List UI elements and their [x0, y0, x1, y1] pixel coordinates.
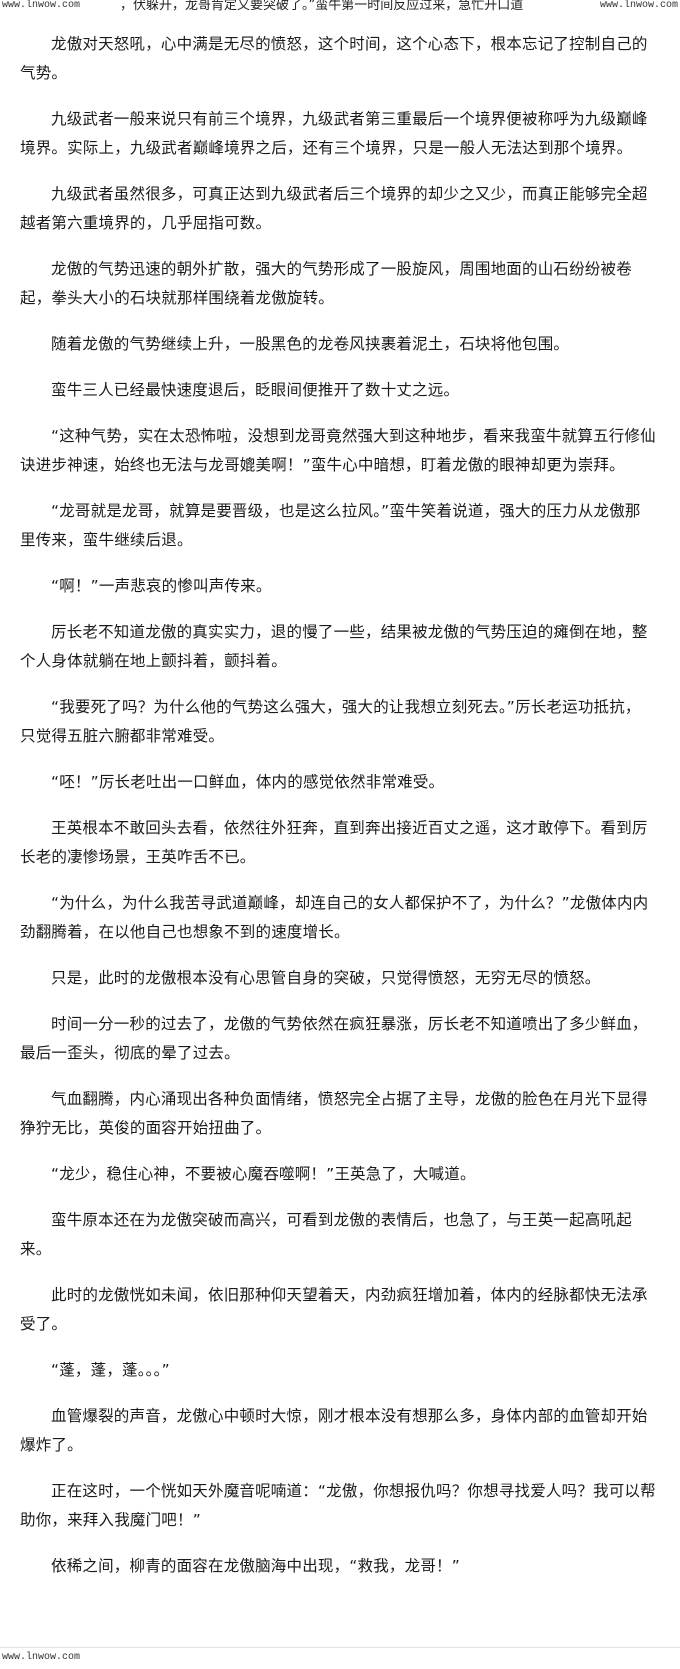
paragraph: 蛮牛三人已经最快速度退后，眨眼间便推开了数十丈之远。 [51, 381, 460, 399]
top-cut-line: ，伏躲开，龙哥肯定又要突破了。”蛮牛第一时间反应过来，急忙开口道 www.lnw… [0, 0, 680, 14]
paragraph: 只是，此时的龙傲根本没有心思管自身的突破，只觉得愤怒，无穷无尽的愤怒。 [51, 969, 601, 987]
top-cut-text: ，伏躲开，龙哥肯定又要突破了。”蛮牛第一时间反应过来，急忙开口道 [120, 0, 524, 13]
paragraph: “龙少，稳住心神，不要被心魔吞噬啊！”王英急了，大喊道。 [51, 1165, 476, 1183]
paragraph: 龙傲对天怒吼，心中满是无尽的愤怒，这个时间，这个心态下，根本忘记了控制自己的气势… [20, 35, 648, 82]
paragraph: “蓬，蓬，蓬。。。” [51, 1361, 170, 1379]
watermark-bottom-left: www.lnwow.com [2, 1652, 81, 1664]
paragraph: 气血翻腾，内心涌现出各种负面情绪，愤怒完全占据了主导，龙傲的脸色在月光下显得狰狞… [20, 1090, 648, 1137]
paragraph: “龙哥就是龙哥，就算是要晋级，也是这么拉风。”蛮牛笑着说道，强大的压力从龙傲那里… [20, 502, 641, 549]
paragraph: 王英根本不敢回头去看，依然往外狂奔，直到奔出接近百丈之遥，这才敢停下。看到厉长老… [20, 819, 648, 866]
paragraph: 蛮牛原本还在为龙傲突破而高兴，可看到龙傲的表情后，也急了，与王英一起高吼起来。 [20, 1211, 632, 1258]
paragraph: 九级武者虽然很多，可真正达到九级武者后三个境界的却少之又少，而真正能够完全超越者… [20, 185, 648, 232]
paragraph: 时间一分一秒的过去了，龙傲的气势依然在疯狂暴涨，厉长老不知道喷出了多少鲜血，最后… [20, 1015, 648, 1062]
paragraph: “我要死了吗？为什么他的气势这么强大，强大的让我想立刻死去。”厉长老运功抵抗，只… [20, 698, 641, 745]
paragraph: “这种气势，实在太恐怖啦，没想到龙哥竟然强大到这种地步，看来我蛮牛就算五行修仙诀… [20, 427, 656, 474]
paragraph: 龙傲的气势迅速的朝外扩散，强大的气势形成了一股旋风，周围地面的山石纷纷被卷起，拳… [20, 260, 632, 307]
article-body: 龙傲对天怒吼，心中满是无尽的愤怒，这个时间，这个心态下，根本忘记了控制自己的气势… [20, 30, 656, 1581]
watermark-top-left: www.lnwow.com [2, 0, 81, 12]
paragraph: 正在这时，一个恍如天外魔音呢喃道：“龙傲，你想报仇吗？你想寻找爱人吗？我可以帮助… [20, 1482, 656, 1529]
paragraph: 血管爆裂的声音，龙傲心中顿时大惊，刚才根本没有想那么多，身体内部的血管却开始爆炸… [20, 1407, 648, 1454]
paragraph: “为什么，为什么我苦寻武道巅峰，却连自己的女人都保护不了，为什么？”龙傲体内内劲… [20, 894, 649, 941]
bottom-divider [0, 1647, 680, 1648]
paragraph: 此时的龙傲恍如未闻，依旧那种仰天望着天，内劲疯狂增加着，体内的经脉都快无法承受了… [20, 1286, 648, 1333]
paragraph: 随着龙傲的气势继续上升，一股黑色的龙卷风挟裹着泥土，石块将他包围。 [51, 335, 570, 353]
watermark-top-right: www.lnwow.com [599, 0, 678, 12]
paragraph: 九级武者一般来说只有前三个境界，九级武者第三重最后一个境界便被称呼为九级巅峰境界… [20, 110, 648, 157]
paragraph: “啊！”一声悲哀的惨叫声传来。 [51, 577, 272, 595]
paragraph: “呸！”厉长老吐出一口鲜血，体内的感觉依然非常难受。 [51, 773, 445, 791]
paragraph: 依稀之间，柳青的面容在龙傲脑海中出现，“救我，龙哥！” [51, 1557, 460, 1575]
paragraph: 厉长老不知道龙傲的真实实力，退的慢了一些，结果被龙傲的气势压迫的瘫倒在地，整个人… [20, 623, 648, 670]
